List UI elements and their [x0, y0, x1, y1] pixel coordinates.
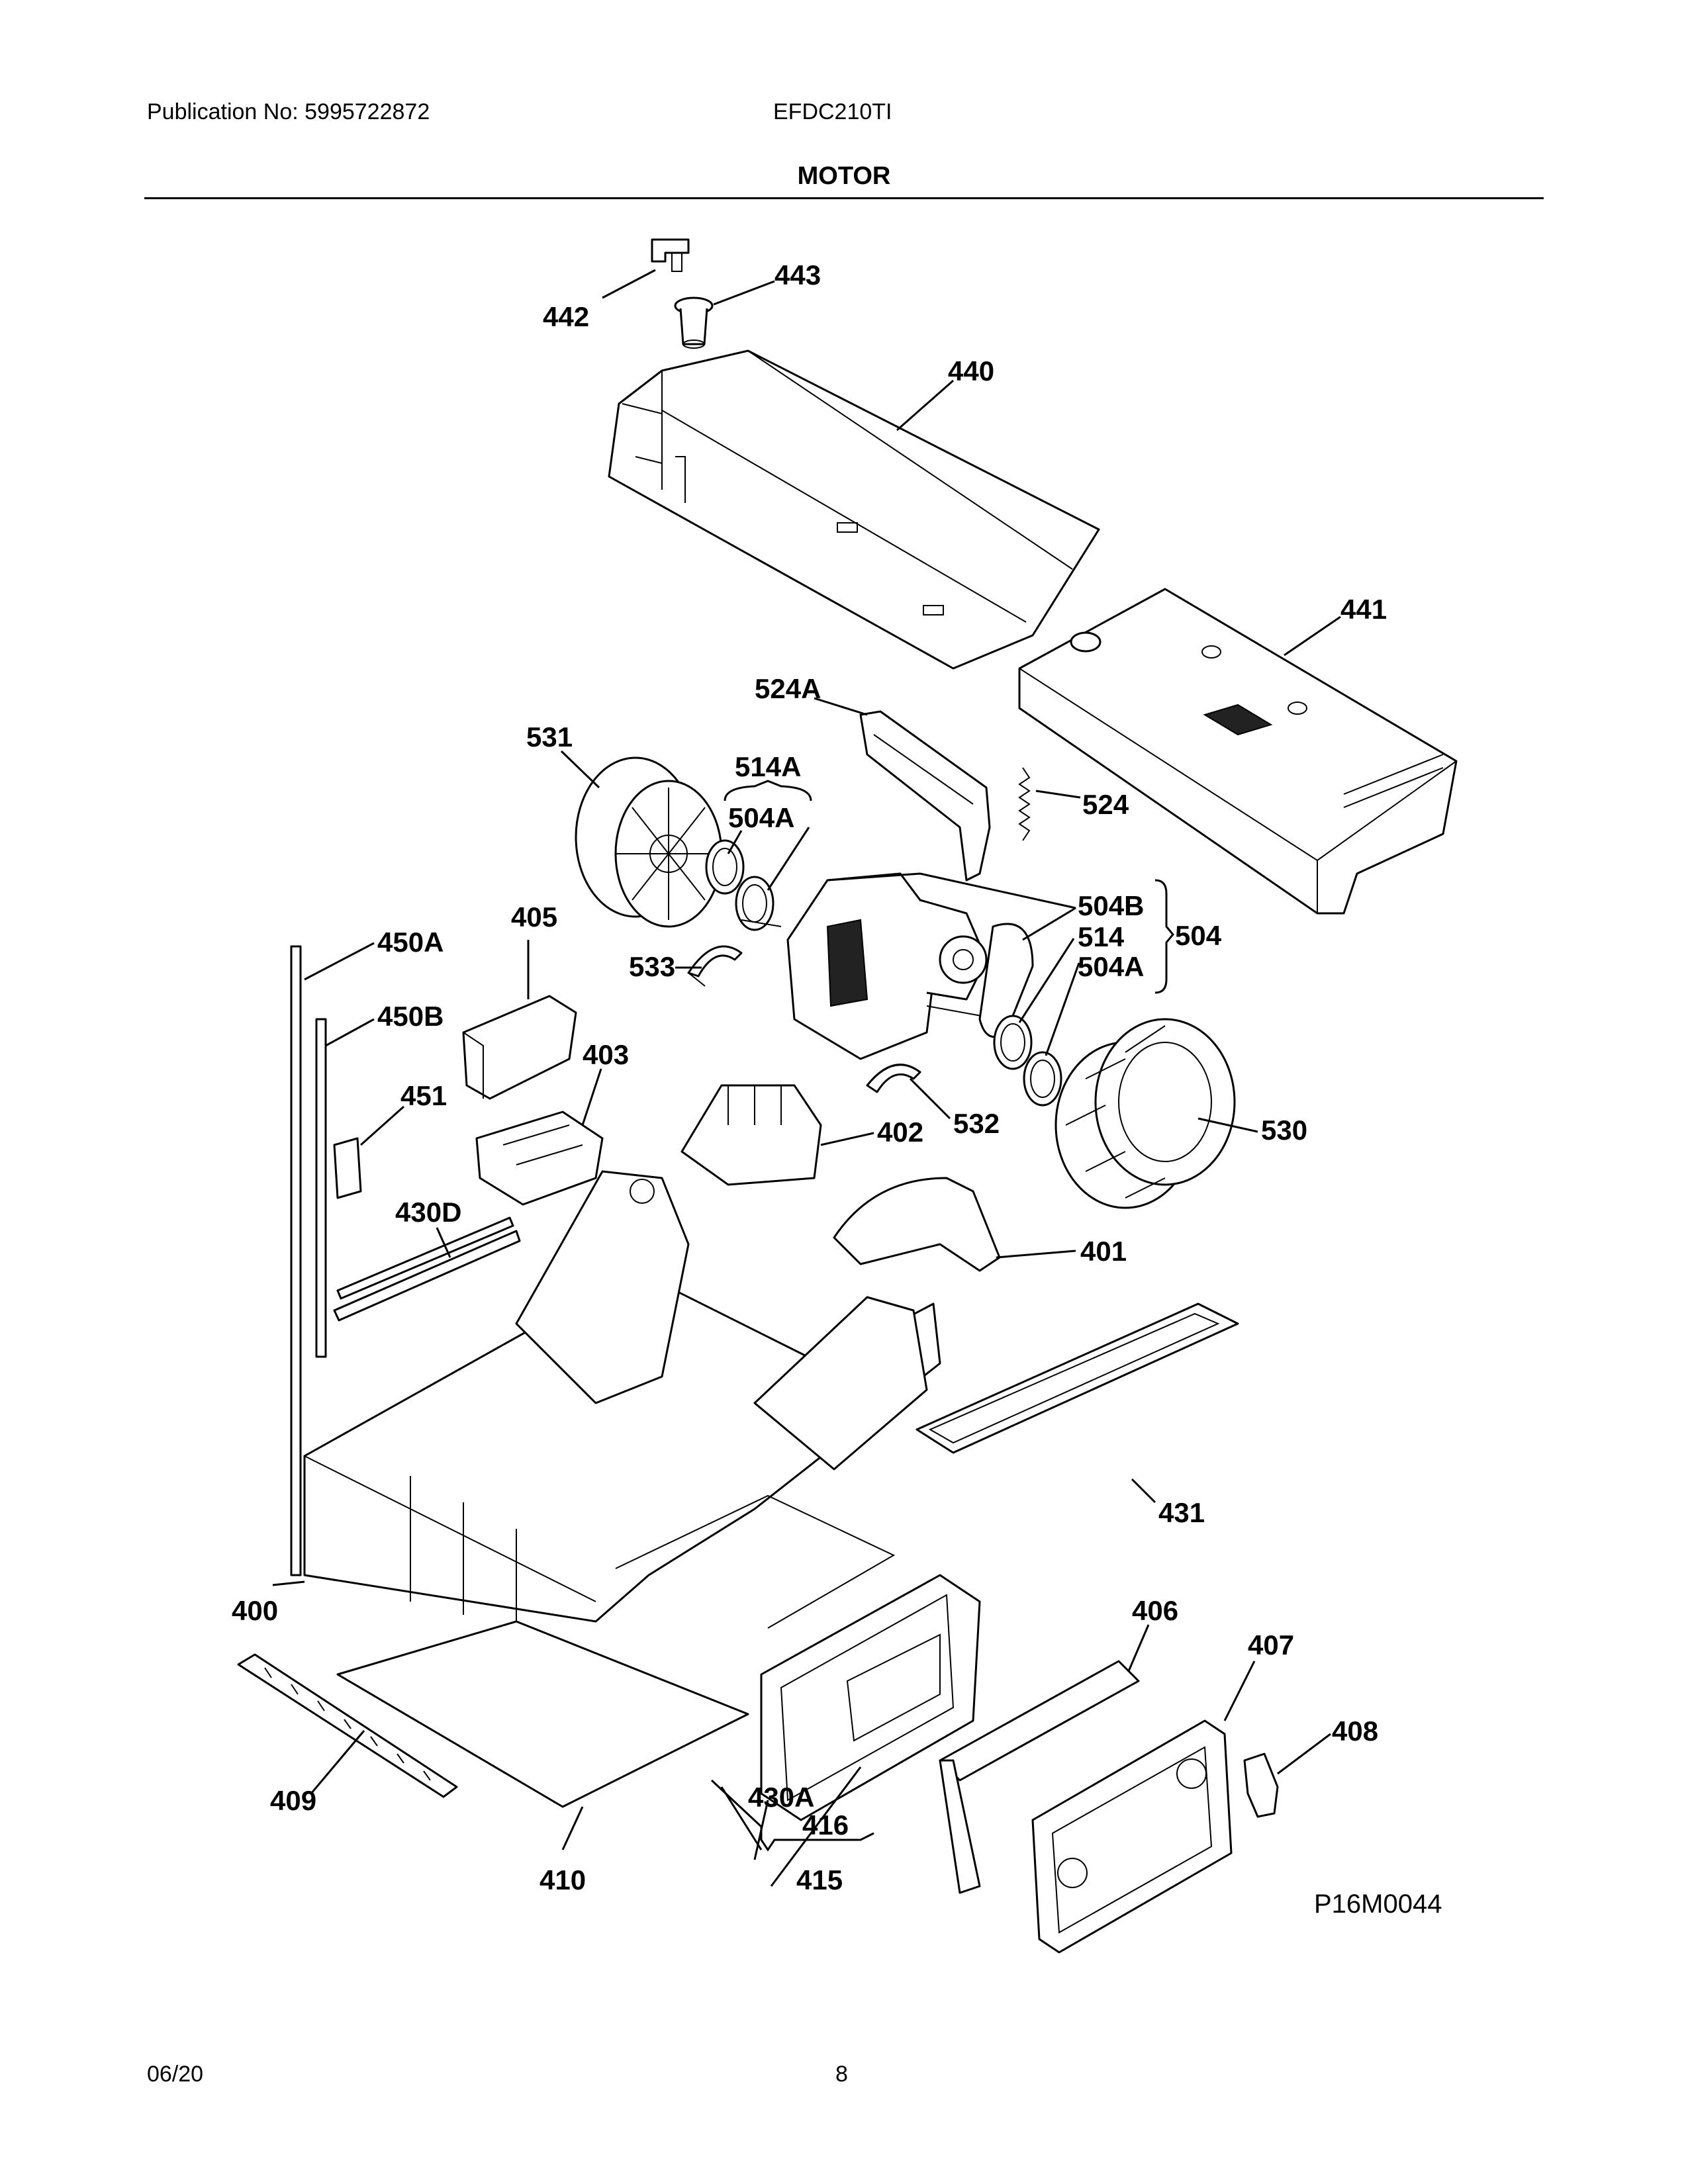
part-431-gasket — [915, 1302, 1239, 1454]
callout-416: 416 — [802, 1809, 849, 1841]
publication-number: Publication No: 5995722872 — [147, 99, 430, 124]
callout-450B: 450B — [377, 1001, 444, 1032]
part-533-strap — [687, 945, 743, 987]
callout-504A-top: 504A — [728, 802, 794, 833]
page-number: 8 — [835, 2062, 848, 2087]
part-motor — [741, 872, 1034, 1060]
callout-533: 533 — [629, 951, 675, 982]
title-rule — [144, 197, 1544, 199]
callout-410: 410 — [539, 1864, 586, 1895]
callout-451: 451 — [400, 1080, 447, 1111]
callout-524A: 524A — [755, 673, 821, 704]
part-442-clip — [651, 238, 690, 272]
part-400-base — [303, 1170, 941, 1623]
part-402-housing — [680, 1084, 822, 1186]
part-430D-gasket — [333, 1216, 521, 1322]
part-410-plate — [336, 1620, 749, 1808]
callout-407: 407 — [1248, 1629, 1294, 1661]
part-405-bracket — [462, 995, 577, 1100]
callout-402: 402 — [877, 1116, 923, 1148]
callout-400: 400 — [232, 1595, 278, 1626]
callout-401: 401 — [1080, 1236, 1127, 1267]
callout-504: 504 — [1175, 920, 1222, 951]
part-407-door — [1031, 1719, 1233, 1954]
callout-514: 514 — [1078, 921, 1125, 952]
callout-524: 524 — [1082, 789, 1129, 820]
part-403-module — [475, 1111, 604, 1206]
part-504A-seals-left — [705, 839, 774, 931]
part-530-blower-wheel — [1055, 1018, 1236, 1209]
callout-406: 406 — [1132, 1595, 1178, 1626]
footer-date: 06/20 — [147, 2062, 204, 2087]
page-title: MOTOR — [797, 162, 891, 190]
callout-405: 405 — [511, 901, 557, 933]
callout-430A: 430A — [748, 1782, 814, 1813]
part-443-bushing — [674, 296, 714, 349]
part-450A-rod — [290, 945, 302, 1576]
model-number: EFDC210TI — [773, 99, 892, 124]
callout-408: 408 — [1332, 1715, 1378, 1747]
callout-409: 409 — [270, 1785, 316, 1816]
part-430A-filter-housing — [615, 1494, 981, 1821]
part-440-duct — [608, 349, 1100, 670]
part-532-strap — [866, 1064, 921, 1093]
part-441-cover — [1018, 588, 1458, 915]
part-524A-bracket — [859, 710, 991, 882]
part-401-housing — [833, 1177, 1001, 1272]
callout-532: 532 — [953, 1108, 1000, 1139]
figure-code: P16M0044 — [1314, 1889, 1442, 1919]
callout-504B: 504B — [1078, 890, 1144, 921]
part-531-impeller — [575, 756, 723, 928]
callout-labels: 442 443 440 441 524A 524 531 514A 504A 5… — [232, 259, 1387, 1895]
callout-514A: 514A — [735, 751, 801, 782]
part-408-latch — [1243, 1752, 1279, 1818]
part-504A-seals-right — [993, 1015, 1062, 1107]
callout-430D: 430D — [395, 1197, 461, 1228]
callout-530: 530 — [1261, 1115, 1307, 1146]
part-524-spring — [1018, 767, 1031, 841]
callout-415: 415 — [796, 1864, 843, 1895]
callout-443: 443 — [774, 259, 821, 291]
leader-lines — [272, 269, 1341, 1887]
callout-504A-right: 504A — [1078, 951, 1144, 982]
callout-450A: 450A — [377, 927, 444, 958]
part-450B-rod — [315, 1018, 327, 1358]
part-406-gasket — [939, 1660, 1140, 1894]
callout-441: 441 — [1340, 594, 1387, 625]
callout-403: 403 — [583, 1039, 629, 1070]
callout-531: 531 — [526, 721, 573, 752]
part-409-hose — [237, 1653, 458, 1798]
callout-440: 440 — [948, 355, 994, 387]
callout-431: 431 — [1158, 1497, 1205, 1528]
callout-442: 442 — [543, 301, 589, 332]
part-451-clip — [333, 1137, 362, 1199]
